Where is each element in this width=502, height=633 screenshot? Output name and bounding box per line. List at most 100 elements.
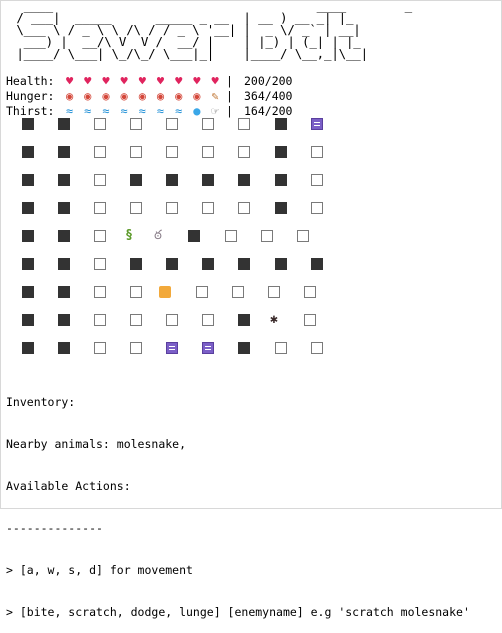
floor-tile	[311, 202, 323, 214]
floor-tile	[130, 286, 142, 298]
floor-tile	[311, 146, 323, 158]
hunger-label: Hunger:	[6, 89, 55, 103]
sewer-rat-title-banner: ____ ____ _ / ___| _____ _____ _ __ | __…	[16, 0, 412, 61]
floor-tile	[130, 342, 142, 354]
floor-tile	[166, 118, 178, 130]
wall-tile	[311, 258, 323, 270]
heart-icon: ♥	[102, 74, 109, 88]
wall-tile	[22, 314, 34, 326]
floor-tile	[130, 202, 142, 214]
wall-tile	[275, 174, 287, 186]
available-actions-label: Available Actions:	[6, 479, 131, 493]
meat-icon: ◉	[65, 89, 73, 103]
floor-tile	[94, 258, 106, 270]
wall-tile	[58, 230, 70, 242]
wall-tile	[238, 342, 250, 354]
heart-icon: ♥	[120, 74, 128, 88]
wall-tile	[275, 202, 287, 214]
floor-tile	[275, 342, 287, 354]
wall-tile	[238, 314, 250, 326]
floor-tile	[202, 314, 214, 326]
heart-icon: ♥	[193, 74, 200, 88]
meat-icon: ◉	[120, 89, 128, 103]
meat-icon: ◉	[102, 89, 109, 103]
heart-icon: ♥	[65, 74, 73, 88]
meat-icon: ◉	[156, 89, 164, 103]
health-icons: ♥♥♥♥♥♥♥♥♥	[60, 74, 226, 89]
wall-tile	[58, 258, 70, 270]
wall-tile	[238, 258, 250, 270]
water-wave-icon: ≈	[120, 104, 128, 118]
health-label: Health:	[6, 74, 55, 88]
floor-tile	[202, 118, 214, 130]
wall-tile	[166, 174, 178, 186]
molesnake-icon[interactable]: §	[125, 228, 133, 243]
water-tile	[166, 342, 178, 354]
floor-tile	[225, 230, 237, 242]
floor-tile	[304, 314, 316, 326]
thirst-label: Thirst:	[6, 104, 55, 118]
floor-tile	[94, 286, 106, 298]
water-wave-icon: ≈	[138, 104, 146, 118]
separator: |	[226, 104, 233, 118]
separator: |	[226, 89, 233, 103]
water-wave-icon: ≈	[175, 104, 182, 118]
floor-tile	[94, 342, 106, 354]
water-wave-icon: ≈	[84, 104, 91, 118]
game-text-panel: Inventory: Nearby animals: molesnake, Av…	[6, 367, 470, 633]
wall-tile	[58, 118, 70, 130]
hunger-icons: ◉◉◉◉◉◉◉◉✎	[60, 89, 226, 104]
floor-tile	[311, 174, 323, 186]
wall-tile	[22, 174, 34, 186]
wall-tile	[202, 258, 214, 270]
floor-tile	[94, 146, 106, 158]
water-wave-icon: ≈	[102, 104, 109, 118]
floor-tile	[196, 286, 208, 298]
meat-icon: ◉	[138, 89, 146, 103]
health-value: 200/200	[244, 74, 293, 88]
wall-tile	[58, 146, 70, 158]
hunger-value: 364/400	[244, 89, 293, 103]
heart-icon: ♥	[211, 74, 218, 88]
combat-action-hint: > [bite, scratch, dodge, lunge] [enemyna…	[6, 605, 470, 619]
heart-icon: ♥	[138, 74, 146, 88]
floor-tile	[130, 314, 142, 326]
floor-tile	[202, 146, 214, 158]
wall-tile	[188, 230, 200, 242]
floor-tile	[130, 146, 142, 158]
wall-tile	[22, 118, 34, 130]
wall-tile	[202, 174, 214, 186]
wall-tile	[58, 314, 70, 326]
heart-icon: ♥	[175, 74, 182, 88]
floor-tile	[232, 286, 244, 298]
floor-tile	[238, 146, 250, 158]
floor-tile	[304, 286, 316, 298]
floor-tile	[261, 230, 273, 242]
floor-tile	[166, 202, 178, 214]
divider-line: --------------	[6, 521, 103, 535]
wall-tile	[166, 258, 178, 270]
wall-tile	[58, 342, 70, 354]
heart-icon: ♥	[84, 74, 91, 88]
meat-icon: ◉	[84, 89, 91, 103]
wall-tile	[22, 286, 34, 298]
wall-tile	[58, 202, 70, 214]
water-tile	[202, 342, 214, 354]
rat-player-icon: ఠ	[154, 228, 162, 243]
thirst-value: 164/200	[244, 104, 293, 118]
floor-tile	[238, 118, 250, 130]
floor-tile	[94, 118, 106, 130]
floor-tile	[94, 202, 106, 214]
floor-tile	[94, 174, 106, 186]
bread-icon[interactable]	[159, 286, 171, 298]
wall-tile	[238, 174, 250, 186]
nearby-animals-text: Nearby animals: molesnake,	[6, 437, 187, 451]
floor-tile	[268, 286, 280, 298]
meat-on-bone-icon: ✎	[211, 89, 218, 103]
thirst-row: Thirst:≈≈≈≈≈≈≈●☞|164/200	[6, 104, 292, 119]
wall-tile	[22, 146, 34, 158]
wall-tile	[275, 118, 287, 130]
bug-icon[interactable]: ✱	[270, 312, 278, 327]
floor-tile	[166, 146, 178, 158]
wall-tile	[58, 174, 70, 186]
